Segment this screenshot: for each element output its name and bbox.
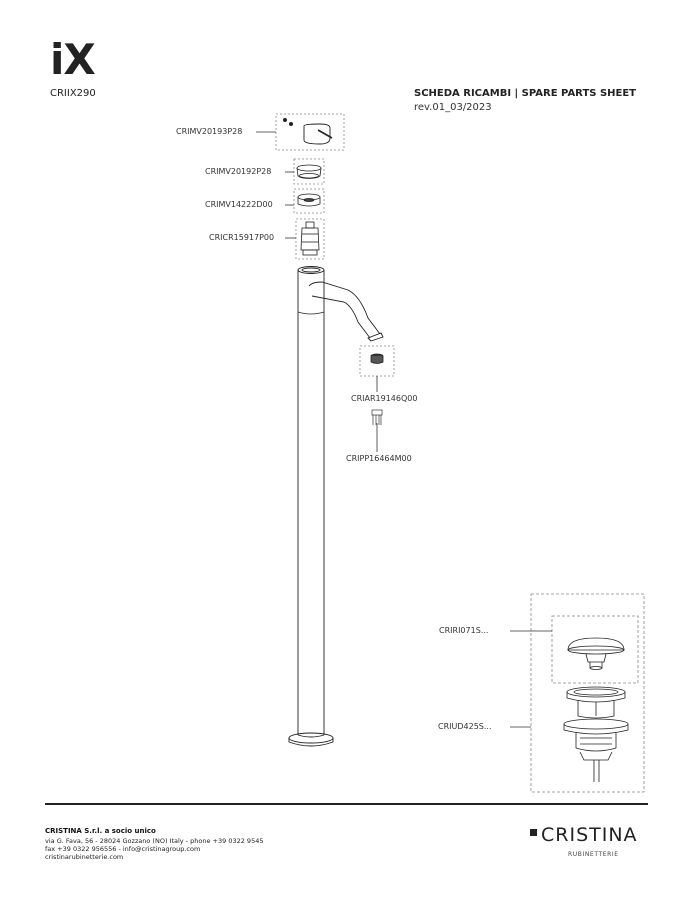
cartridge-part xyxy=(300,221,320,256)
product-code: CRIIX290 xyxy=(50,88,96,99)
part-label-waste-cap: CRIRI071S... xyxy=(439,626,489,635)
part-box-waste-outer xyxy=(530,593,645,793)
part-label-cap: CRIMV20192P28 xyxy=(205,167,272,176)
sheet-title: SCHEDA RICAMBI | SPARE PARTS SHEET xyxy=(414,88,636,99)
faucet-body xyxy=(288,266,384,747)
part-label-aerator-key: CRIPP16464M00 xyxy=(346,454,412,463)
handle-part xyxy=(282,118,333,145)
waste-body-part xyxy=(563,686,629,782)
company-name: CRISTINA S.r.l. a socio unico xyxy=(45,827,156,835)
brand-square-icon xyxy=(530,829,537,836)
part-box-waste-inner xyxy=(551,615,639,684)
waste-cap-part xyxy=(567,637,625,670)
part-label-aerator: CRIAR19146Q00 xyxy=(351,394,418,403)
company-fax-email: fax +39 0322 956556 - info@cristinagroup… xyxy=(45,845,201,853)
part-label-waste-body: CRIUD425S... xyxy=(438,722,492,731)
part-label-cartridge: CRICR15917P00 xyxy=(209,233,275,242)
brand-subtitle: RUBINETTERIE xyxy=(568,851,619,858)
aerator-part xyxy=(370,353,384,364)
revision-label: rev.01_03/2023 xyxy=(414,102,492,113)
brand-wordmark: CRISTINA xyxy=(541,824,638,846)
brand-logo-ix: iX xyxy=(50,35,96,84)
part-label-handle: CRIMV20193P28 xyxy=(176,127,243,136)
ring-nut-part xyxy=(297,193,321,207)
part-box-cartridge xyxy=(295,218,325,260)
footer-divider xyxy=(45,803,648,805)
company-address: via G. Fava, 56 - 28024 Gozzano (NO) Ita… xyxy=(45,837,264,845)
company-website: cristinarubinetterie.com xyxy=(45,853,124,861)
part-label-ring-nut: CRIMV14222D00 xyxy=(205,200,273,209)
part-box-cap xyxy=(293,158,325,185)
part-box-ring xyxy=(293,188,325,214)
cap-part xyxy=(296,164,322,179)
aerator-key-part xyxy=(371,409,383,425)
